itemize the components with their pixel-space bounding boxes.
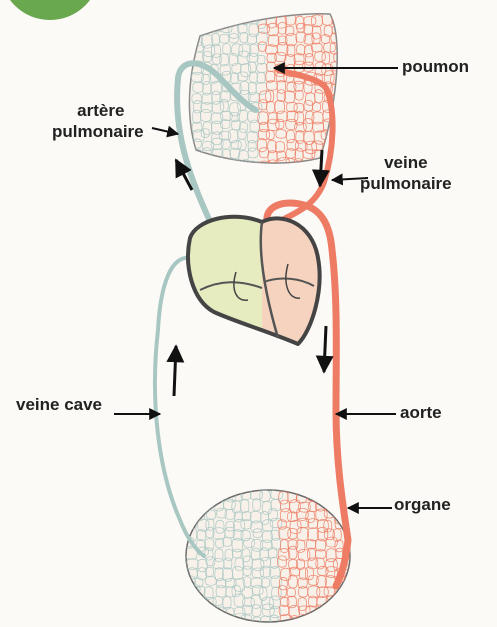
lung (189, 13, 344, 174)
capillary-mesh-cell (197, 616, 208, 627)
capillary-mesh-cell (336, 597, 347, 608)
capillary-mesh-cell (206, 490, 214, 499)
capillary-mesh-cell (188, 491, 200, 502)
flow-arrow-vena-cava (174, 346, 176, 396)
capillary-mesh-cell (219, 14, 229, 28)
capillary-mesh-cell (188, 616, 196, 627)
organ (185, 489, 355, 627)
label-artere-line2: pulmonaire (52, 121, 144, 142)
capillary-mesh-cell (344, 617, 352, 627)
capillary-mesh-cell (198, 604, 209, 615)
capillary-mesh-cell (206, 613, 217, 623)
capillary-mesh-cell (201, 159, 210, 169)
label-organe: organe (394, 494, 451, 515)
label-aorte: aorte (400, 402, 442, 423)
capillary-mesh-cell (214, 616, 226, 625)
label-artere-line1: artère (58, 100, 144, 121)
capillary-mesh-cell (316, 617, 326, 627)
capillary-mesh-cell (186, 502, 195, 511)
capillary-mesh-cell (344, 604, 354, 614)
pointer-artere-pulmonaire (152, 128, 178, 134)
capillary-mesh-cell (188, 604, 197, 613)
label-poumon: poumon (402, 56, 469, 77)
capillary-mesh-cell (202, 16, 212, 27)
capillary-mesh-cell (231, 14, 239, 24)
capillary-mesh-cell (342, 586, 352, 596)
label-veine-pulm-line1: veine (360, 152, 452, 173)
capillary-mesh-cell (299, 617, 307, 627)
heart (188, 217, 320, 344)
capillary-mesh-cell (326, 491, 337, 502)
capillary-mesh-cell (327, 607, 335, 620)
capillary-mesh-cell (193, 15, 201, 25)
capillary-mesh-cell (213, 14, 222, 23)
capillary-mesh-cell (222, 160, 231, 173)
flow-arrow-aorta (324, 326, 326, 372)
capillary-mesh-cell (326, 614, 335, 627)
capillary-mesh-cell (195, 489, 206, 500)
capillary-mesh-cell (193, 24, 201, 37)
capillary-mesh-cell (201, 23, 212, 32)
capillary-mesh-cell (333, 604, 345, 616)
capillary-mesh-cell (342, 595, 352, 607)
flow-arrow-pulmonary-vein (320, 150, 322, 186)
capillary-mesh-cell (317, 491, 325, 503)
capillary-mesh-cell (334, 615, 343, 626)
label-veine-pulmonaire: veine pulmonaire (360, 152, 452, 194)
label-artere-pulmonaire: artère pulmonaire (52, 100, 144, 142)
capillary-mesh-cell (195, 158, 205, 169)
capillary-mesh-cell (187, 509, 198, 522)
label-veine-pulm-line2: pulmonaire (360, 173, 452, 194)
capillary-mesh-cell (223, 617, 232, 627)
capillary-mesh-cell (186, 595, 198, 607)
vena-cava (155, 258, 204, 556)
capillary-mesh-cell (304, 161, 315, 170)
capillary-mesh-cell (333, 150, 343, 161)
capillary-mesh-cell (211, 159, 223, 171)
label-veine-cave: veine cave (16, 394, 102, 415)
capillary-mesh-cell (307, 615, 319, 625)
